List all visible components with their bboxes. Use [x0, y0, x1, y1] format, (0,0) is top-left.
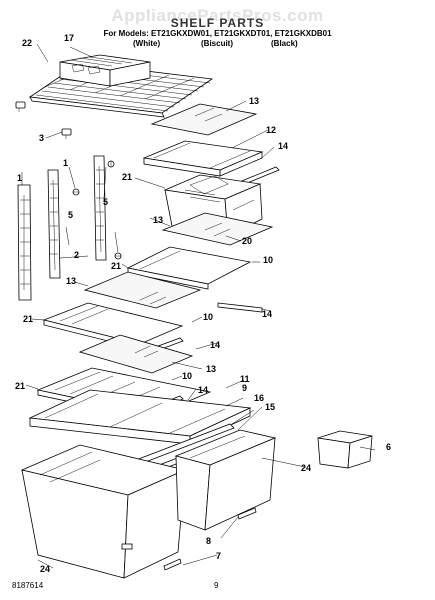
callout-14: 14: [278, 141, 289, 151]
callout-20: 20: [242, 236, 253, 246]
callout-21b: 21: [111, 261, 122, 271]
callout-10c: 10: [182, 371, 193, 381]
callout-7: 7: [216, 551, 222, 561]
color-black: (Black): [271, 39, 298, 48]
callout-14c: 14: [210, 340, 221, 350]
callout-21d: 21: [15, 381, 26, 391]
callout-13c: 13: [66, 276, 77, 286]
left-crisper-drawer-part-24: [20, 444, 187, 579]
callout-13: 13: [249, 96, 260, 106]
callout-10b: 10: [203, 312, 214, 322]
egg-tray-part-17: [59, 54, 151, 87]
glass-shelf-part-20: [161, 212, 274, 246]
glass-shelf-part-13b: [83, 271, 202, 309]
callout-10: 10: [263, 255, 274, 265]
callout-21: 21: [122, 172, 133, 182]
callout-21c: 21: [23, 314, 34, 324]
callout-22: 22: [22, 38, 33, 48]
callout-1b: 1: [17, 173, 23, 183]
callout-14b: 14: [262, 309, 273, 319]
footer-part-number: 8187614: [12, 581, 44, 590]
watermark: AppliancePartsPros.com: [111, 6, 324, 25]
callout-8: 8: [206, 536, 212, 546]
callout-6: 6: [386, 442, 392, 452]
callout-14d: 14: [198, 385, 209, 395]
callout-11: 11: [240, 374, 250, 384]
upper-glass-shelf-part-13: [150, 103, 258, 136]
models-line: For Models: ET21GKXDW01, ET21GKXDT01, ET…: [103, 29, 332, 38]
callout-5b: 5: [68, 210, 74, 220]
callout-13b: 13: [153, 215, 164, 225]
screws-part-5: [72, 160, 122, 260]
trim-strip-part-14b: [217, 302, 263, 313]
callout-5: 5: [103, 197, 109, 207]
glass-shelf-part-13c: [78, 334, 194, 374]
callout-9: 9: [242, 383, 248, 393]
callout-13d: 13: [206, 364, 217, 374]
callout-2: 2: [74, 250, 80, 260]
slides-parts-8-7: [163, 507, 257, 571]
callout-15: 15: [265, 402, 276, 412]
color-biscuit: (Biscuit): [201, 39, 233, 48]
color-white: (White): [133, 39, 161, 48]
callout-16: 16: [254, 393, 265, 403]
callout-24: 24: [301, 463, 312, 473]
right-shelf-ladder-part-1: [93, 155, 107, 261]
crisper-frame-part-12: [142, 140, 264, 177]
leader-lines: [21, 43, 376, 569]
footer-page-number: 9: [214, 581, 219, 590]
page-title: SHELF PARTS: [170, 16, 265, 30]
middle-shelf-frame-part-21: [126, 246, 252, 290]
callout-24b: 24: [40, 564, 51, 574]
shelf-support-clips-part-3: [15, 101, 72, 139]
dairy-bin-part-6: [317, 430, 373, 469]
inner-left-ladder-part-2: [47, 169, 61, 279]
right-crisper-drawer-part-24: [174, 429, 277, 531]
callout-1: 1: [63, 158, 69, 168]
callout-3: 3: [39, 133, 45, 143]
left-shelf-ladder-part-1: [17, 184, 32, 301]
callout-12: 12: [266, 125, 277, 135]
callout-17: 17: [64, 33, 75, 43]
